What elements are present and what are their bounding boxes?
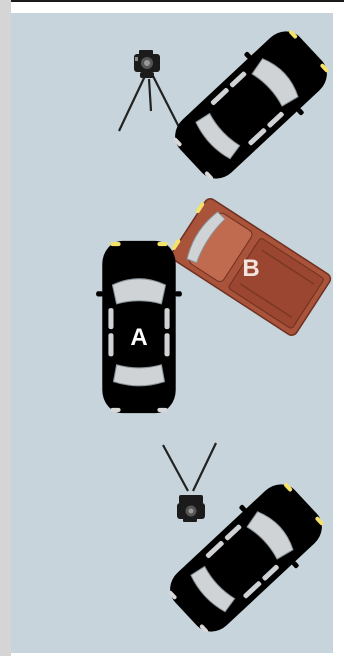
vehicle-a: #carA .body{fill:#1e63c9;stroke:#0f3f86;… bbox=[96, 241, 182, 413]
top-border bbox=[0, 0, 344, 2]
vehicle-b-label: B bbox=[242, 255, 259, 282]
scene-svg: #tealTop .body{fill:#19a694;stroke:#0f7a… bbox=[11, 13, 333, 653]
camera-icon bbox=[177, 495, 205, 522]
left-margin bbox=[0, 0, 11, 656]
vehicle-a-label: A bbox=[130, 324, 147, 351]
accident-scene: #tealTop .body{fill:#19a694;stroke:#0f7a… bbox=[11, 13, 333, 653]
